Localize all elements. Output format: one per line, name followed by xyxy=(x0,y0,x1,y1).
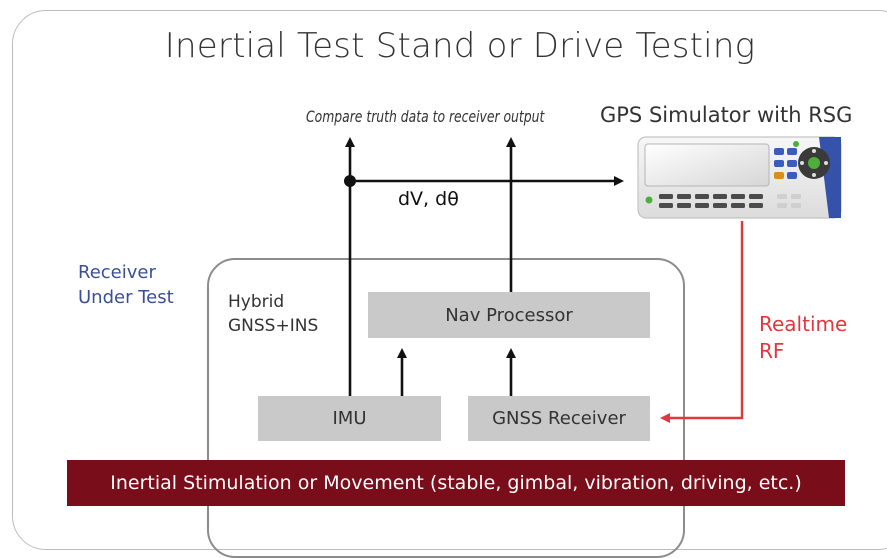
simulator-label: GPS Simulator with RSG xyxy=(600,103,853,127)
imu-box: IMU xyxy=(258,396,441,441)
compare-label: Compare truth data to receiver output xyxy=(306,107,545,126)
realtime-rf-line xyxy=(660,221,744,423)
receiver-under-test-line-1: Receiver xyxy=(78,262,156,283)
dv-dtheta-label: dV, dθ xyxy=(398,188,459,210)
hybrid-line-2: GNSS+INS xyxy=(228,316,319,336)
nav-processor-box: Nav Processor xyxy=(368,292,650,338)
hybrid-label: Hybrid GNSS+INS xyxy=(228,290,318,338)
realtime-rf-label: Realtime RF xyxy=(759,311,847,365)
receiver-under-test-line-2: Under Test xyxy=(78,287,174,308)
gnss-receiver-box: GNSS Receiver xyxy=(468,396,650,441)
hybrid-line-1: Hybrid xyxy=(228,292,285,312)
realtime-rf-line-2: RF xyxy=(759,339,785,363)
receiver-under-test-label: Receiver Under Test xyxy=(78,260,174,310)
connection-arrows xyxy=(344,137,744,423)
gps-simulator-device-icon xyxy=(637,136,842,219)
diagram-title: Inertial Test Stand or Drive Testing xyxy=(164,26,756,66)
inertial-stimulation-bar: Inertial Stimulation or Movement (stable… xyxy=(67,460,845,506)
realtime-rf-line-1: Realtime xyxy=(759,312,848,336)
